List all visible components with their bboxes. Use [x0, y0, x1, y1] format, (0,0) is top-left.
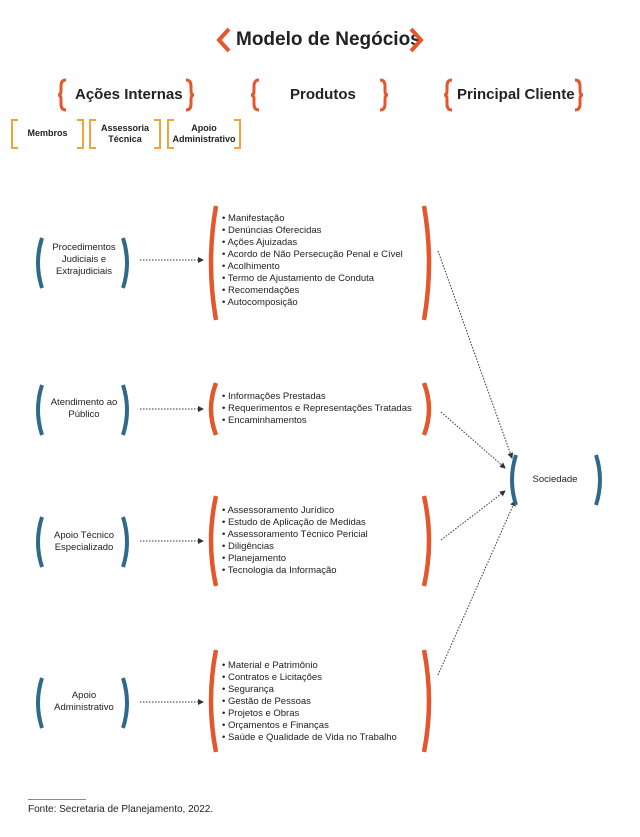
product-item: Recomendações: [222, 285, 403, 297]
subheader-administrative-support: Apoio Administrativo: [172, 123, 236, 144]
product-group-1-right-paren: [421, 205, 432, 321]
node-procedures-right-paren: [121, 237, 129, 289]
node-technical-support: Apoio Técnico Especializado: [53, 530, 115, 553]
product-group-2-right-paren: [421, 382, 432, 436]
subheader-administrative-support-brackets: [167, 119, 241, 149]
product-item: Manifestação: [222, 213, 403, 225]
product-item: Informações Prestadas: [222, 391, 412, 403]
connector-group1-to-society: [437, 250, 514, 459]
product-group-3-right-paren: [421, 495, 432, 587]
product-item: Orçamentos e Finanças: [222, 720, 397, 732]
products-header-right-brace: [379, 78, 389, 112]
subheader-technical-advisory: Assessoria Técnica: [100, 123, 150, 144]
product-group-3: Assessoramento Jurídico Estudo de Aplica…: [222, 505, 368, 577]
product-group-3-left-paren: [208, 495, 219, 587]
header-products: Produtos: [290, 86, 356, 103]
product-item: Acordo de Não Persecução Penal e Cível: [222, 249, 402, 261]
footer-source: Fonte: Secretaria de Planejamento, 2022.: [28, 804, 214, 815]
product-group-2: Informações Prestadas Requerimentos e Re…: [222, 391, 412, 427]
product-group-2-left-paren: [208, 382, 219, 436]
product-item: Gestão de Pessoas: [222, 696, 397, 708]
product-item: Denúncias Oferecidas: [222, 225, 403, 237]
subheader-members-brackets: [11, 119, 84, 149]
product-item: Ações Ajuizadas: [222, 237, 403, 249]
header-internal-actions: Ações Internas: [75, 86, 183, 103]
subheader-members: Membros: [27, 128, 68, 138]
connector-group4-to-society: [437, 500, 516, 676]
product-item: Acolhimento: [222, 261, 403, 273]
product-item: Segurança: [222, 684, 397, 696]
product-group-4-right-paren: [421, 649, 432, 753]
internal-header-right-brace: [185, 78, 195, 112]
client-header-right-brace: [574, 78, 584, 112]
product-item: Requerimentos e Representações Tratadas: [222, 403, 412, 415]
node-technical-support-right-paren: [121, 516, 129, 568]
product-item: Material e Patrimônio: [222, 660, 397, 672]
client-society: Sociedade: [532, 474, 578, 485]
internal-header-left-brace: [57, 78, 67, 112]
client-left-paren: [510, 454, 518, 506]
product-item: Contratos e Licitações: [222, 672, 397, 684]
product-group-4: Material e Patrimônio Contratos e Licita…: [222, 660, 397, 744]
product-item: Encaminhamentos: [222, 415, 412, 427]
title-left-chevron: [216, 27, 231, 53]
node-public-service-left-paren: [36, 384, 44, 436]
product-item: Diligências: [222, 541, 368, 553]
client-header-left-brace: [443, 78, 453, 112]
title-right-chevron: [409, 27, 424, 53]
product-item: Autocomposição: [222, 297, 403, 309]
node-public-service: Atendimento ao Público: [50, 397, 118, 420]
product-item: Saúde e Qualidade de Vida no Trabalho: [222, 732, 397, 744]
product-item: Tecnologia da Informação: [222, 565, 368, 577]
connector-group2-to-society: [440, 411, 506, 469]
product-group-4-left-paren: [208, 649, 219, 753]
header-main-client: Principal Cliente: [457, 86, 575, 103]
product-item: Planejamento: [222, 553, 368, 565]
footer-rule: [28, 799, 86, 800]
product-group-1-left-paren: [208, 205, 219, 321]
diagram-title: Modelo de Negócios: [236, 29, 421, 50]
product-item: Assessoramento Técnico Pericial: [222, 529, 367, 541]
connector-group3-to-society: [440, 490, 506, 541]
node-admin-support-right-paren: [121, 677, 129, 729]
product-item: Estudo de Aplicação de Medidas: [222, 517, 368, 529]
node-technical-support-left-paren: [36, 516, 44, 568]
node-procedures-left-paren: [36, 237, 44, 289]
node-procedures: Procedimentos Judiciais e Extrajudiciais: [52, 242, 116, 277]
product-item: Projetos e Obras: [222, 708, 397, 720]
products-header-left-brace: [250, 78, 260, 112]
client-right-paren: [594, 454, 602, 506]
product-group-1: Manifestação Denúncias Oferecidas Ações …: [222, 213, 403, 309]
product-item: Assessoramento Jurídico: [222, 505, 368, 517]
node-admin-support: Apoio Administrativo: [54, 690, 114, 713]
product-item: Termo de Ajustamento de Conduta: [222, 273, 403, 285]
subheader-technical-advisory-brackets: [89, 119, 161, 149]
node-public-service-right-paren: [121, 384, 129, 436]
node-admin-support-left-paren: [36, 677, 44, 729]
